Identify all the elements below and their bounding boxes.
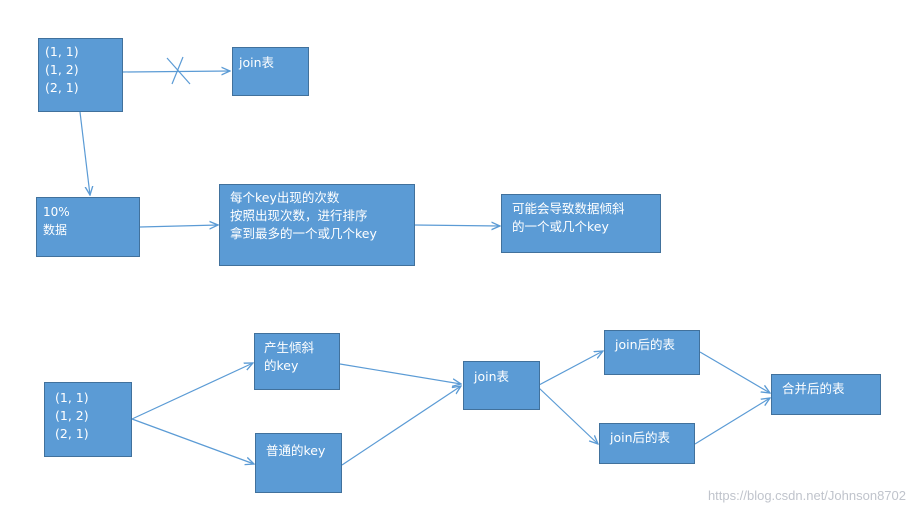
edge-input-to-sample (79, 111, 90, 195)
node-join-top-label: join表 (239, 55, 275, 70)
node-normal-key-label: 普通的key (266, 443, 326, 458)
node-input-bottom-line-2: (1, 2) (55, 408, 89, 423)
edge-join-to-joined-1 (538, 351, 603, 386)
node-joined-1-label: join后的表 (615, 337, 676, 352)
node-input-bottom: (1, 1) (1, 2) (2, 1) (44, 382, 132, 457)
node-count-line-2: 按照出现次数，进行排序 (230, 208, 368, 223)
node-join-mid-label: join表 (474, 369, 510, 384)
node-join-mid: join表 (463, 361, 540, 410)
node-count-line-1: 每个key出现的次数 (230, 190, 340, 205)
node-sample: 10% 数据 (36, 197, 140, 257)
node-joined-2: join后的表 (599, 423, 695, 464)
node-input-top-line-3: (2, 1) (45, 80, 79, 95)
edge-joined-2-to-merged (694, 398, 770, 445)
node-skewed-key-line-1: 产生倾斜 (264, 340, 315, 355)
node-skewed-key-line-2: 的key (264, 358, 299, 373)
node-count-line-3: 拿到最多的一个或几个key (230, 226, 377, 241)
edge-joined-1-to-merged (699, 351, 770, 393)
node-input-bottom-line-3: (2, 1) (55, 426, 89, 441)
edge-sample-to-count (139, 225, 218, 227)
node-count: 每个key出现的次数 按照出现次数，进行排序 拿到最多的一个或几个key (219, 184, 415, 266)
node-result-line-2: 的一个或几个key (512, 219, 609, 234)
node-join-top: join表 (232, 47, 309, 96)
edge-input-to-normal (131, 418, 254, 464)
node-input-top-line-2: (1, 2) (45, 62, 79, 77)
edge-normal-to-join (341, 386, 461, 466)
node-input-bottom-line-1: (1, 1) (55, 390, 89, 405)
watermark: https://blog.csdn.net/Johnson8702 (707, 488, 906, 503)
node-input-top: (1, 1) (1, 2) (2, 1) (38, 38, 123, 112)
blocked-cross-icon (166, 56, 191, 85)
edge-join-to-joined-2 (538, 387, 598, 444)
node-normal-key: 普通的key (255, 433, 342, 493)
edge-skewed-to-join (339, 363, 461, 384)
node-sample-line-1: 10% (43, 205, 70, 219)
node-skewed-key: 产生倾斜 的key (254, 333, 340, 390)
node-merged-label: 合并后的表 (782, 381, 845, 396)
node-input-top-line-1: (1, 1) (45, 44, 79, 59)
node-result-line-1: 可能会导致数据倾斜 (512, 201, 625, 216)
edge-count-to-result (413, 225, 500, 226)
node-result: 可能会导致数据倾斜 的一个或几个key (501, 194, 661, 253)
node-merged: 合并后的表 (771, 374, 881, 415)
node-sample-line-2: 数据 (43, 223, 68, 237)
edge-input-to-skewed (131, 363, 253, 420)
node-joined-2-label: join后的表 (610, 430, 671, 445)
node-joined-1: join后的表 (604, 330, 700, 375)
